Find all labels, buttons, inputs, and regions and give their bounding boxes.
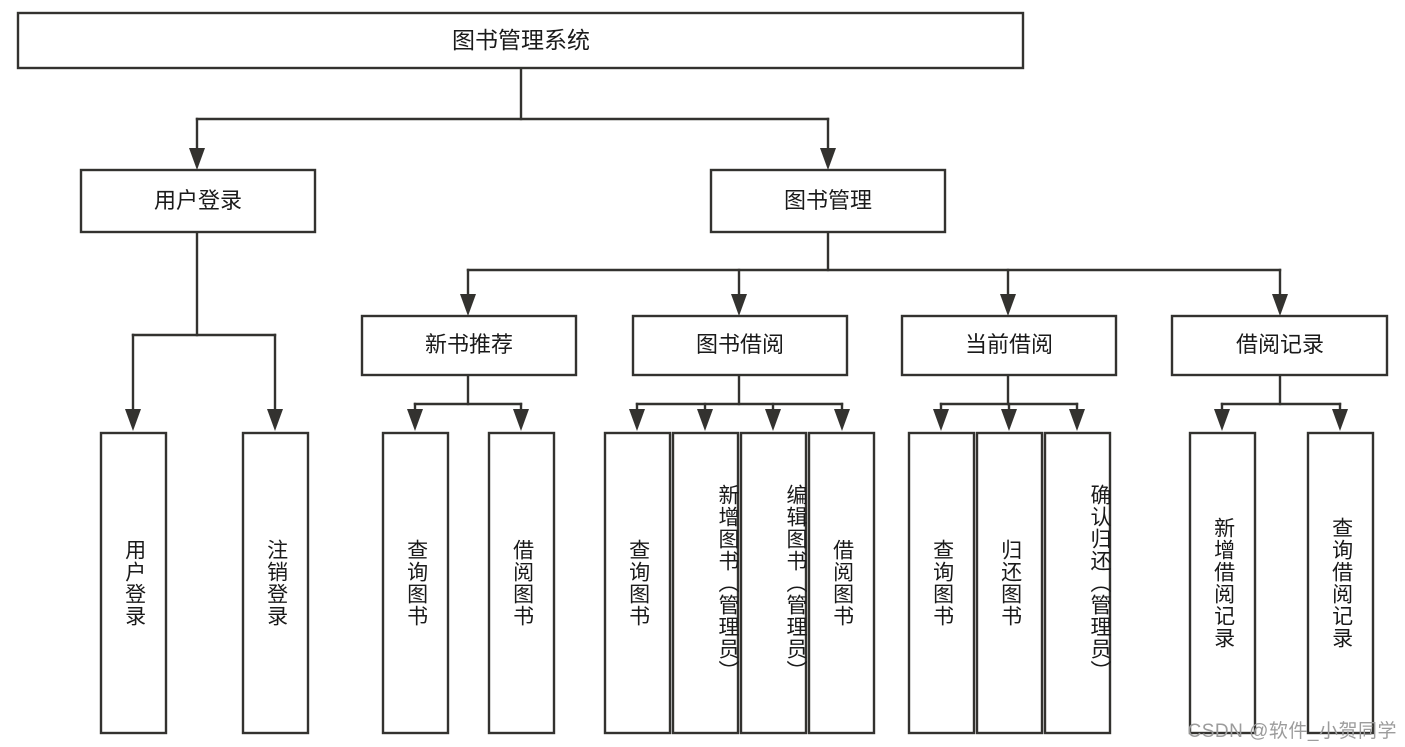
- arrow-to-borrow-record: [1272, 294, 1288, 316]
- node-book-management-label: 图书管理: [784, 188, 872, 213]
- arrow-to-new-book-recommend: [460, 294, 476, 316]
- connector-layer: [125, 66, 1348, 431]
- arrow-leaf-user-logout: [267, 409, 283, 431]
- arrow-leaf-query-book-1: [407, 409, 423, 431]
- node-user-login-label: 用户登录: [154, 188, 242, 213]
- node-user-login[interactable]: [79, 168, 317, 234]
- arrow-leaf-query-book-3: [933, 409, 949, 431]
- arrow-leaf-query-book-2: [629, 409, 645, 431]
- node-book-borrow[interactable]: [631, 314, 849, 377]
- arrow-leaf-add-record: [1214, 409, 1230, 431]
- arrow-leaf-user-login: [125, 409, 141, 431]
- node-leaf-confirm-return[interactable]: [1043, 431, 1112, 735]
- node-book-management[interactable]: [709, 168, 947, 234]
- node-root[interactable]: [16, 11, 1025, 70]
- node-leaf-add-record[interactable]: [1188, 431, 1257, 735]
- node-leaf-query-record[interactable]: [1306, 431, 1375, 735]
- arrow-to-current-borrow: [1000, 294, 1016, 316]
- node-new-book-recommend-label: 新书推荐: [425, 332, 513, 357]
- node-root-label: 图书管理系统: [452, 27, 590, 53]
- node-borrow-record[interactable]: [1170, 314, 1389, 377]
- arrow-leaf-confirm-return: [1069, 409, 1085, 431]
- node-leaf-return-book[interactable]: [975, 431, 1044, 735]
- node-layer: 图书管理系统 用户登录 图书管理 新书推荐 图书借阅 当前借阅 借阅记录: [16, 11, 1389, 735]
- arrow-to-book-management: [820, 148, 836, 170]
- node-leaf-query-book-3[interactable]: [907, 431, 976, 735]
- arrow-leaf-add-book: [697, 409, 713, 431]
- node-current-borrow[interactable]: [900, 314, 1118, 377]
- node-leaf-borrow-book-2[interactable]: [807, 431, 876, 735]
- watermark-text: CSDN @软件_小贺同学: [1187, 721, 1397, 742]
- node-leaf-user-logout[interactable]: [241, 431, 310, 735]
- arrow-leaf-edit-book: [765, 409, 781, 431]
- node-new-book-recommend[interactable]: [360, 314, 578, 377]
- node-current-borrow-label: 当前借阅: [965, 332, 1053, 357]
- node-borrow-record-label: 借阅记录: [1236, 332, 1324, 357]
- node-leaf-add-book[interactable]: [671, 431, 740, 735]
- arrow-leaf-borrow-book-1: [513, 409, 529, 431]
- node-leaf-edit-book[interactable]: [739, 431, 808, 735]
- arrow-to-user-login: [189, 148, 205, 170]
- arrow-leaf-borrow-book-2: [834, 409, 850, 431]
- node-leaf-borrow-book-1[interactable]: [487, 431, 556, 735]
- arrow-leaf-return-book: [1001, 409, 1017, 431]
- node-leaf-user-login[interactable]: [99, 431, 168, 735]
- node-leaf-query-book-2[interactable]: [603, 431, 672, 735]
- node-leaf-query-book-1[interactable]: [381, 431, 450, 735]
- arrow-to-book-borrow: [731, 294, 747, 316]
- arrow-leaf-query-record: [1332, 409, 1348, 431]
- node-book-borrow-label: 图书借阅: [696, 332, 784, 357]
